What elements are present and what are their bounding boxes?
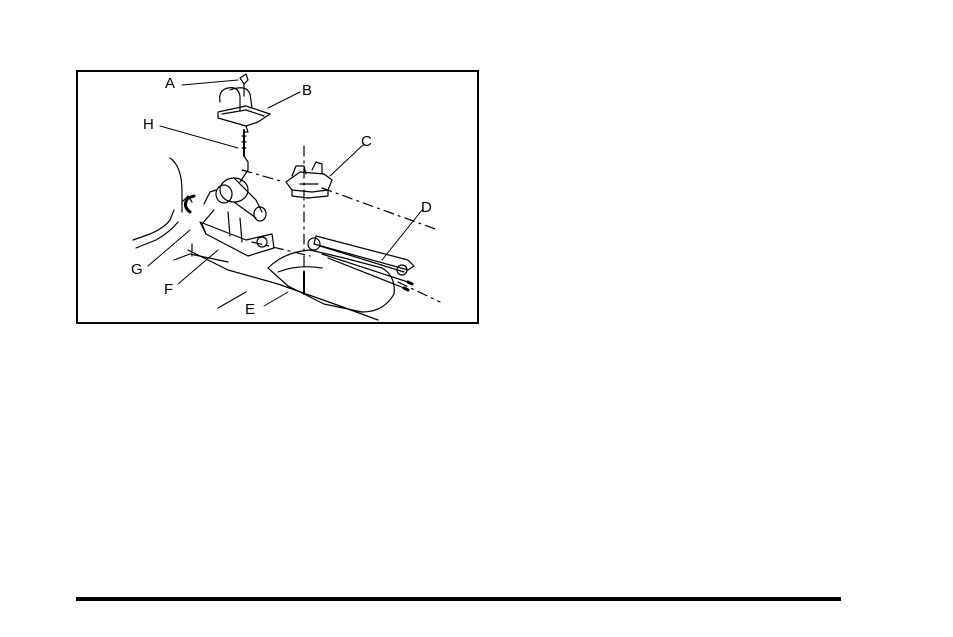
callout-label-f: F [164, 282, 173, 297]
callout-label-d: D [421, 200, 432, 215]
jack-stowage-illustration: A B H C D G F E [76, 70, 479, 324]
page-footer-rule [76, 597, 841, 601]
callout-label-c: C [361, 134, 372, 149]
callout-leaders [148, 80, 422, 306]
callout-label-a: A [165, 76, 175, 91]
callout-label-g: G [131, 262, 143, 277]
callout-label-e: E [245, 302, 255, 317]
bracket-part-c [286, 162, 332, 198]
callout-label-b: B [302, 83, 312, 98]
threaded-rod-part-h [240, 130, 248, 182]
callout-label-h: H [143, 117, 154, 132]
wing-bolt-part-a [240, 74, 248, 96]
